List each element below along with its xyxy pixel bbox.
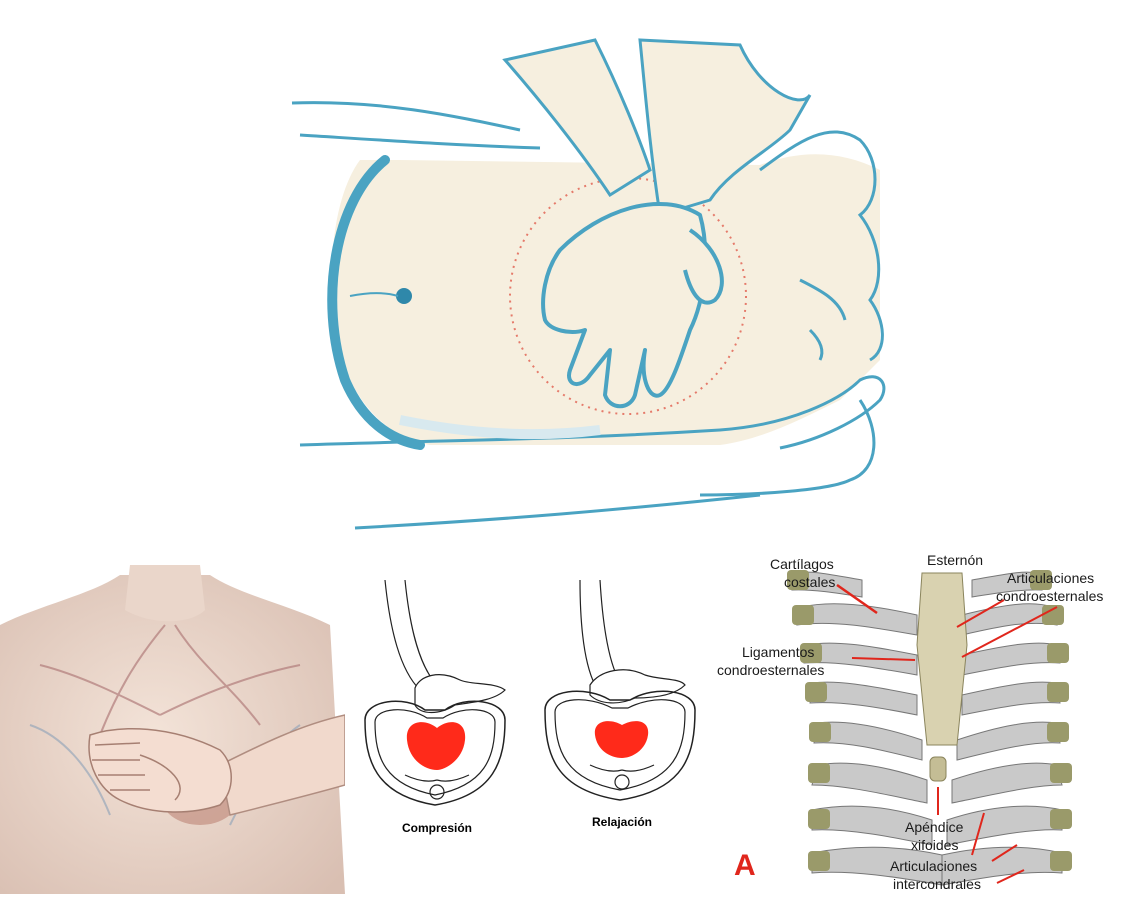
navel-dot — [396, 288, 412, 304]
interchondral-joints-label-line2: intercondrales — [893, 876, 981, 892]
compression-relaxation-diagram: Compresión Relajación — [345, 570, 715, 894]
heart-relaxed — [595, 721, 648, 758]
xiphoid-process — [930, 757, 946, 781]
cpr-hands-illustration — [0, 0, 1121, 560]
compression-caption: Compresión — [402, 821, 472, 835]
sternum-label: Esternón — [927, 552, 983, 568]
chest-hands-drawing — [0, 565, 345, 894]
costal-cartilages-label-line2: costales — [784, 574, 835, 590]
heart-compressed — [407, 722, 465, 770]
interchondral-joints-label-line1: Articulaciones — [890, 858, 977, 874]
chondrosternal-joints-label-line1: Articulaciones — [1007, 570, 1094, 586]
relaxation-cross-section: Relajación — [545, 580, 695, 829]
ribcage-diagram: Esternón Cartílagos costales Articulacio… — [712, 545, 1121, 894]
chondrosternal-ligaments-label-line1: Ligamentos — [742, 644, 814, 660]
chondrosternal-ligaments-label-line2: condroesternales — [717, 662, 824, 678]
xiphoid-label-line1: Apéndice — [905, 819, 964, 835]
sternum — [917, 573, 967, 745]
cpr-hands-drawing — [0, 0, 1121, 560]
costal-cartilages-label-line1: Cartílagos — [770, 556, 834, 572]
panel-letter-a: A — [734, 849, 756, 882]
relaxation-caption: Relajación — [592, 815, 652, 829]
xiphoid-label-line2: xifoides — [911, 837, 958, 853]
compression-cross-section: Compresión — [365, 580, 505, 835]
ribcage-drawing: Esternón Cartílagos costales Articulacio… — [712, 545, 1121, 894]
chest-hands-illustration — [0, 565, 345, 894]
cross-section-drawing: Compresión Relajación — [345, 570, 715, 894]
chondrosternal-joints-label-line2: condroesternales — [996, 588, 1103, 604]
